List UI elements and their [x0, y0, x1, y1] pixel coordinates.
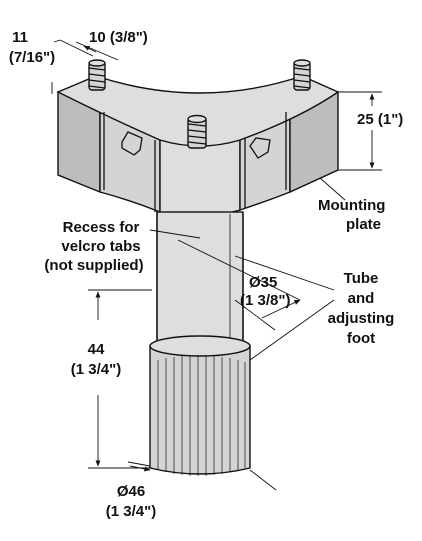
adjusting-foot	[149, 335, 251, 476]
velcro-slot-right	[249, 137, 271, 159]
leader-mounting-plate	[319, 177, 346, 201]
dim-plate-height	[338, 91, 382, 171]
label-tube-diameter-in: (1 3/8")	[240, 292, 290, 309]
label-tube-3: adjusting	[328, 310, 395, 327]
dim-bolt-diameter	[75, 41, 119, 61]
threaded-bolt-right	[293, 59, 311, 91]
label-tube-2: and	[348, 290, 375, 307]
label-tube-4: foot	[347, 330, 375, 347]
dim-foot-height	[88, 289, 152, 469]
label-tube-diameter-mm: Ø35	[249, 274, 277, 291]
label-foot-diameter-in: (1 3/4")	[106, 503, 156, 520]
label-nut-width-in: (7/16")	[9, 49, 55, 66]
label-mounting: Mounting	[318, 197, 385, 214]
leader-tube-foot	[234, 255, 335, 291]
label-plate: plate	[346, 216, 381, 233]
plate-top-surface	[56, 75, 340, 147]
label-foot-height-mm: 44	[88, 341, 105, 358]
plate-center-front	[159, 139, 241, 218]
label-bolt-diameter: 10 (3/8")	[89, 29, 148, 46]
threaded-bolt-center	[187, 114, 207, 149]
dim-tube-diameter	[177, 239, 301, 331]
leader-tube-foot-2	[249, 299, 335, 361]
label-foot-height-in: (1 3/4")	[71, 361, 121, 378]
mounting-plate	[56, 75, 340, 218]
dim-nut-width	[51, 39, 94, 94]
dim-foot-diameter	[127, 461, 277, 491]
label-recess-1: Recess for	[63, 219, 140, 236]
label-recess-3: (not supplied)	[44, 257, 143, 274]
threaded-bolt-left	[88, 59, 106, 91]
leader-recess	[149, 229, 201, 239]
label-foot-diameter-mm: Ø46	[117, 483, 145, 500]
label-plate-height: 25 (1")	[357, 111, 403, 128]
label-tube-1: Tube	[344, 270, 379, 287]
tube	[156, 211, 244, 347]
label-nut-width-mm: 11	[12, 29, 28, 46]
velcro-slot-left	[121, 131, 143, 156]
label-recess-2: velcro tabs	[61, 238, 140, 255]
